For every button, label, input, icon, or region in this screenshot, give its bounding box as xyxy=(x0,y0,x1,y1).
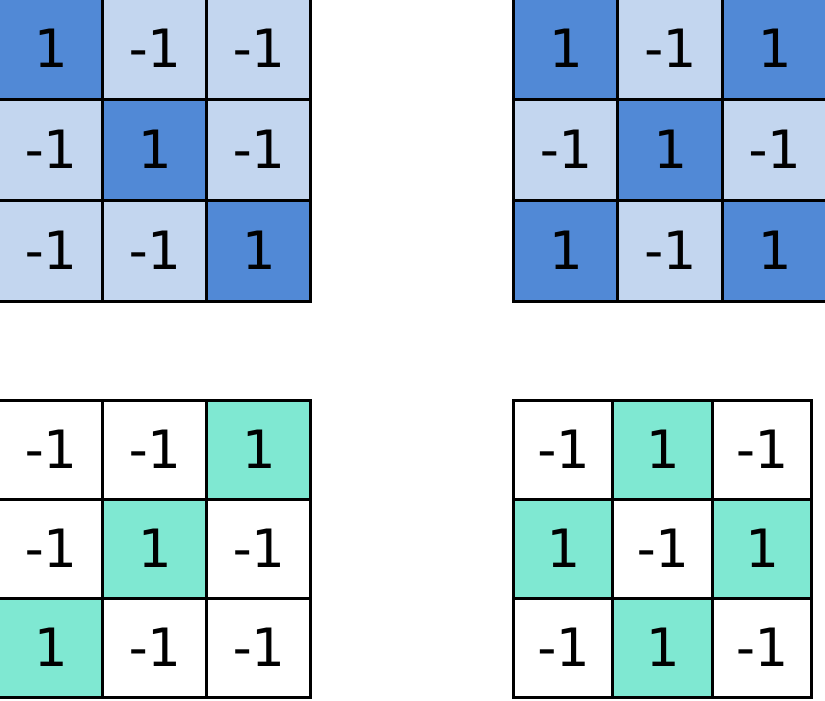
matrix-cell[interactable]: -1 xyxy=(0,402,101,498)
matrix-cell[interactable]: -1 xyxy=(515,101,617,199)
matrix-cell[interactable]: -1 xyxy=(208,0,309,98)
matrix-cell[interactable]: 1 xyxy=(723,0,825,98)
matrix-cell[interactable]: -1 xyxy=(208,101,309,199)
matrix-cell[interactable]: 1 xyxy=(614,600,711,696)
matrix-cell[interactable]: -1 xyxy=(515,402,612,498)
matrix-cell[interactable]: 1 xyxy=(515,501,612,597)
matrix-cell[interactable]: 1 xyxy=(515,0,617,98)
matrix-cell[interactable]: 1 xyxy=(619,101,721,199)
matrix-bottom-right: -1 1 -1 1 -1 1 -1 1 -1 xyxy=(512,399,813,699)
matrix-cell[interactable]: 1 xyxy=(713,501,810,597)
matrix-cell[interactable]: -1 xyxy=(614,501,711,597)
matrix-top-right: 1 -1 1 -1 1 -1 1 -1 1 xyxy=(512,0,825,303)
matrix-cell[interactable]: 1 xyxy=(104,101,205,199)
matrix-cell[interactable]: -1 xyxy=(713,600,810,696)
matrix-cell[interactable]: -1 xyxy=(0,101,101,199)
matrix-cell[interactable]: -1 xyxy=(0,202,101,300)
matrix-cell[interactable]: 1 xyxy=(0,600,101,696)
matrix-cell[interactable]: -1 xyxy=(515,600,612,696)
matrix-cell[interactable]: -1 xyxy=(619,202,721,300)
matrix-bottom-left: -1 -1 1 -1 1 -1 1 -1 -1 xyxy=(0,399,312,699)
matrix-cell[interactable]: -1 xyxy=(104,0,205,98)
matrix-top-left: 1 -1 -1 -1 1 -1 -1 -1 1 xyxy=(0,0,312,303)
matrix-cell[interactable]: -1 xyxy=(723,101,825,199)
matrix-cell[interactable]: 1 xyxy=(515,202,617,300)
matrix-cell[interactable]: -1 xyxy=(619,0,721,98)
matrix-cell[interactable]: -1 xyxy=(208,501,309,597)
matrix-cell[interactable]: 1 xyxy=(208,202,309,300)
matrix-cell[interactable]: 1 xyxy=(723,202,825,300)
matrix-cell[interactable]: 1 xyxy=(614,402,711,498)
matrix-cell[interactable]: 1 xyxy=(0,0,101,98)
matrix-cell[interactable]: -1 xyxy=(104,600,205,696)
matrix-cell[interactable]: -1 xyxy=(713,402,810,498)
matrix-cell[interactable]: -1 xyxy=(208,600,309,696)
matrix-cell[interactable]: 1 xyxy=(104,501,205,597)
matrix-cell[interactable]: -1 xyxy=(104,202,205,300)
matrix-cell[interactable]: -1 xyxy=(0,501,101,597)
matrix-cell[interactable]: -1 xyxy=(104,402,205,498)
matrix-cell[interactable]: 1 xyxy=(208,402,309,498)
